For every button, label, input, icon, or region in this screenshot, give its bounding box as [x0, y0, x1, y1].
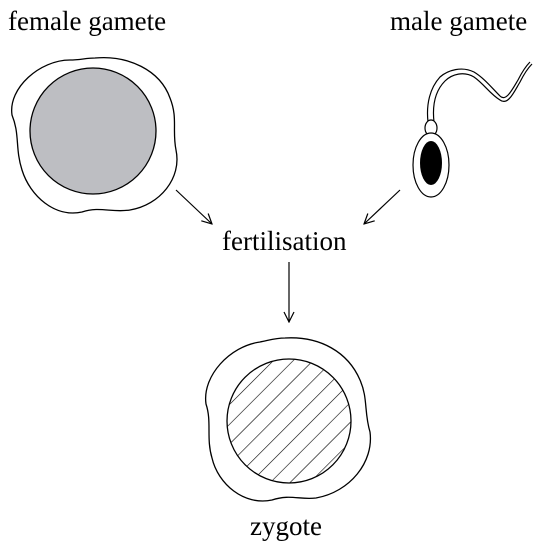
arrow-female-to-fertilisation [176, 190, 212, 224]
zygote-label: zygote [250, 513, 322, 540]
female-gamete-label: female gamete [8, 8, 166, 35]
zygote-cell [206, 338, 371, 501]
egg-cytoplasm [30, 68, 156, 194]
arrow-male-to-fertilisation [364, 190, 400, 224]
female-gamete-cell [12, 58, 177, 213]
sperm-tail-inner [433, 64, 532, 122]
male-gamete-cell [413, 62, 532, 197]
zygote-nucleus-hatched [227, 359, 351, 483]
sperm-head-nucleus [420, 141, 442, 185]
male-gamete-label: male gamete [390, 8, 527, 35]
fertilisation-label: fertilisation [222, 228, 346, 255]
